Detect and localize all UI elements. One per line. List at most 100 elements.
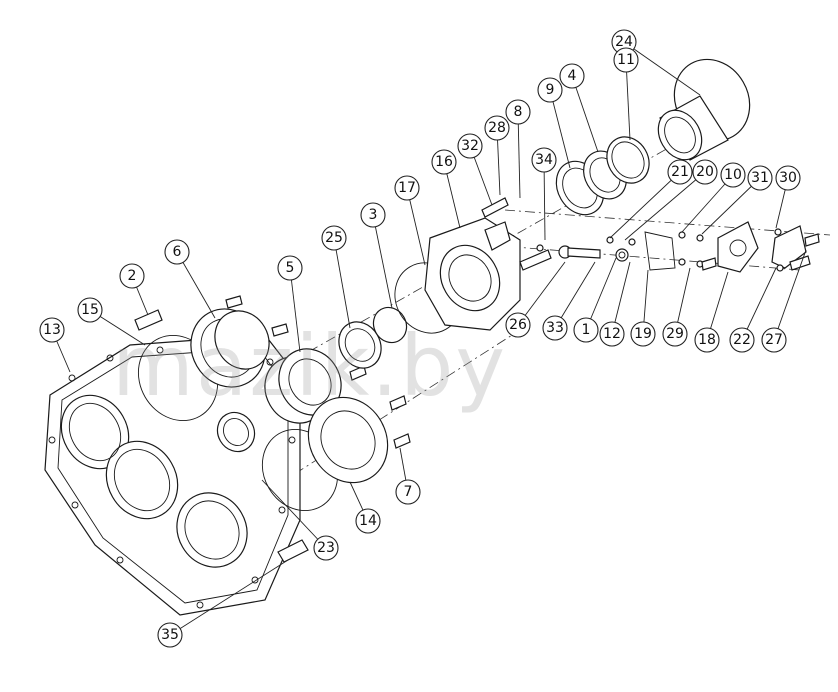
- callout-1: 1: [573, 317, 599, 343]
- dowel-pin: [277, 539, 309, 563]
- callout-16: 16: [431, 149, 457, 175]
- seal-rings: [338, 262, 462, 369]
- leader-line-6: [176, 251, 216, 319]
- leader-line-11: [625, 59, 631, 141]
- callout-number: 16: [435, 154, 453, 170]
- callout-number: 15: [81, 302, 99, 318]
- callout-21: 21: [667, 159, 693, 185]
- callout-circle: [157, 622, 183, 648]
- callout-circle: [761, 327, 787, 353]
- callout-number: 34: [535, 152, 553, 168]
- callout-number: 24: [615, 34, 633, 50]
- leader-line-17: [406, 187, 426, 266]
- callout-number: 26: [509, 317, 527, 333]
- callout-8: 8: [505, 99, 531, 125]
- callout-circle: [39, 317, 65, 343]
- callout-14: 14: [355, 508, 381, 534]
- leader-line-26: [517, 261, 566, 326]
- callout-circle: [431, 149, 457, 175]
- callout-11: 11: [613, 47, 639, 73]
- callout-number: 18: [698, 332, 716, 348]
- callout-18: 18: [694, 327, 720, 353]
- callout-circle: [360, 202, 386, 228]
- callout-30: 30: [775, 165, 801, 191]
- callout-circle: [775, 165, 801, 191]
- cover-bolts: [349, 365, 411, 449]
- callout-35: 35: [157, 622, 183, 648]
- watermark-text: mazik.by: [112, 317, 507, 415]
- callout-circle: [505, 99, 531, 125]
- callout-number: 12: [603, 326, 621, 342]
- leader-line-31: [701, 177, 761, 235]
- callout-22: 22: [729, 327, 755, 353]
- callout-26: 26: [505, 312, 531, 338]
- leader-line-21: [609, 171, 681, 239]
- callout-number: 30: [779, 170, 797, 186]
- callout-number: 5: [286, 260, 295, 276]
- callout-number: 28: [488, 120, 506, 136]
- callout-number: 31: [751, 170, 769, 186]
- seal-stack: [555, 136, 650, 216]
- output-flange: [657, 58, 751, 161]
- leader-line-9: [549, 89, 571, 169]
- leader-line-25: [333, 237, 351, 329]
- callout-circle: [599, 321, 625, 347]
- callout-number: 22: [733, 332, 751, 348]
- callout-circle: [747, 165, 773, 191]
- leader-line-23: [261, 479, 327, 549]
- leader-line-33: [554, 261, 596, 329]
- callout-27: 27: [761, 327, 787, 353]
- callout-number: 33: [546, 320, 564, 336]
- callout-19: 19: [630, 321, 656, 347]
- pump-cover-assembly: [644, 221, 820, 273]
- callout-circle: [313, 535, 339, 561]
- callout-33: 33: [542, 315, 568, 341]
- callout-number: 1: [582, 322, 591, 338]
- leader-line-8: [517, 111, 521, 199]
- callout-circle: [537, 77, 563, 103]
- callout-circle: [457, 133, 483, 159]
- callout-circle: [395, 479, 421, 505]
- callout-number: 13: [43, 322, 61, 338]
- callout-circle: [630, 321, 656, 347]
- callout-4: 4: [559, 63, 585, 89]
- callout-circle: [77, 297, 103, 323]
- callout-number: 23: [317, 540, 335, 556]
- callout-25: 25: [321, 225, 347, 251]
- callout-17: 17: [394, 175, 420, 201]
- callout-circle: [484, 115, 510, 141]
- callout-2: 2: [119, 263, 145, 289]
- callout-number: 2: [128, 268, 137, 284]
- end-cover-and-gasket: [261, 396, 389, 512]
- leader-line-1: [585, 257, 617, 331]
- callout-29: 29: [662, 321, 688, 347]
- callout-12: 12: [599, 321, 625, 347]
- leader-line-10: [681, 174, 734, 233]
- callout-number: 4: [568, 68, 577, 84]
- leader-line-5: [289, 267, 301, 353]
- callout-circle: [667, 159, 693, 185]
- callout-number: 21: [671, 164, 689, 180]
- callout-circle: [531, 147, 557, 173]
- housing-cover: [44, 334, 301, 616]
- callout-number: 10: [724, 167, 742, 183]
- callout-6: 6: [164, 239, 190, 265]
- callout-number: 9: [546, 82, 555, 98]
- callout-number: 8: [514, 104, 523, 120]
- callout-number: 19: [634, 326, 652, 342]
- callout-20: 20: [692, 159, 718, 185]
- callout-34: 34: [531, 147, 557, 173]
- callout-10: 10: [720, 162, 746, 188]
- leader-lines: [51, 41, 807, 636]
- callout-number: 17: [398, 180, 416, 196]
- callout-3: 3: [360, 202, 386, 228]
- callout-circle: [720, 162, 746, 188]
- pump-housing: [424, 197, 552, 331]
- leader-line-22: [741, 267, 777, 341]
- callout-number: 14: [359, 513, 377, 529]
- callout-number: 29: [666, 326, 684, 342]
- callout-circle: [355, 508, 381, 534]
- callout-number: 32: [461, 138, 479, 154]
